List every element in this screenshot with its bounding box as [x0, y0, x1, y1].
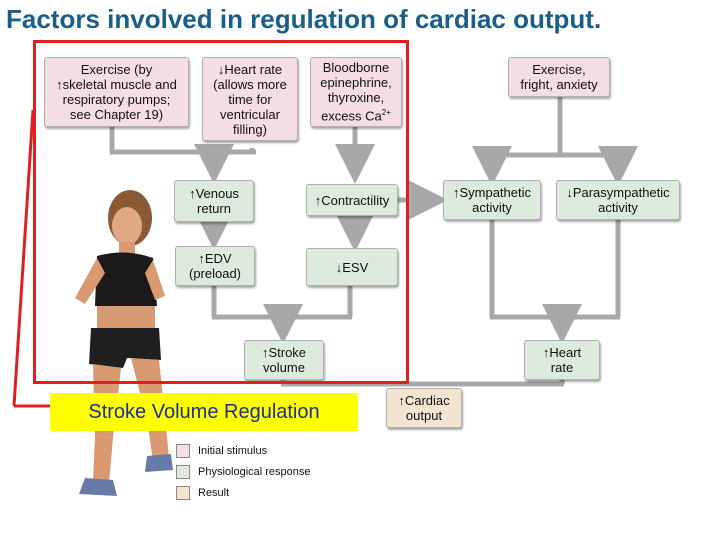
heart-rate-decrease-box: Heart rate (allows more time for ventric…: [202, 57, 298, 141]
up-arrow-icon: [56, 77, 63, 92]
legend-physiological-response: Physiological response: [176, 465, 311, 479]
up-arrow-icon: [453, 185, 460, 200]
contractility-box: Contractility: [306, 184, 398, 216]
legend-initial-stimulus: Initial stimulus: [176, 444, 267, 458]
up-arrow-icon: [262, 345, 269, 360]
exercise-fright-box: Exercise, fright, anxiety: [508, 57, 610, 97]
legend-swatch-response: [176, 465, 190, 479]
heart-rate-box: Heart rate: [524, 340, 600, 380]
legend-result: Result: [176, 486, 229, 500]
sympathetic-box: Sympathetic activity: [443, 180, 541, 220]
up-arrow-icon: [315, 193, 322, 208]
page-title: Factors involved in regulation of cardia…: [6, 4, 602, 34]
stroke-volume-banner: Stroke Volume Regulation: [50, 393, 358, 431]
down-arrow-icon: [336, 260, 343, 275]
stroke-volume-highlight-frame: [33, 40, 409, 384]
runner-image: [35, 178, 175, 508]
up-arrow-icon: [543, 345, 550, 360]
down-arrow-icon: [566, 185, 573, 200]
exercise-pumps-box: Exercise (by skeletal muscle and respira…: [44, 57, 189, 127]
bloodborne-box: Bloodborne epinephrine, thyroxine, exces…: [310, 57, 402, 127]
down-arrow-icon: [218, 62, 225, 77]
up-arrow-icon: [398, 393, 405, 408]
cardiac-output-box: Cardiac output: [386, 388, 462, 428]
edv-box: EDV (preload): [175, 246, 255, 286]
legend-swatch-initial: [176, 444, 190, 458]
parasympathetic-box: Parasympathetic activity: [556, 180, 680, 220]
legend-swatch-result: [176, 486, 190, 500]
stroke-volume-box: Stroke volume: [244, 340, 324, 380]
up-arrow-icon: [189, 186, 196, 201]
venous-return-box: Venous return: [174, 180, 254, 222]
esv-box: ESV: [306, 248, 398, 286]
up-arrow-icon: [198, 251, 205, 266]
